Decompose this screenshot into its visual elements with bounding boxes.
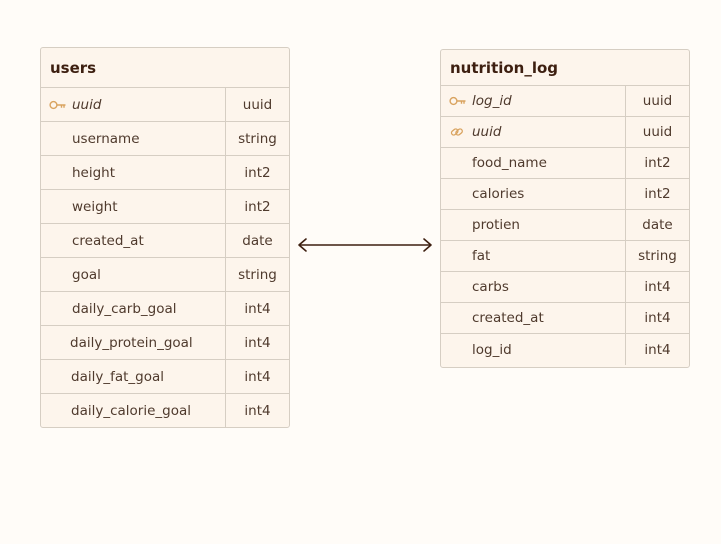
table-row[interactable]: calories int2 xyxy=(441,179,689,210)
table-row[interactable]: daily_calorie_goal int4 xyxy=(41,394,289,427)
column-type: string xyxy=(238,130,277,147)
column-type: int4 xyxy=(644,341,671,358)
table-row[interactable]: protien date xyxy=(441,210,689,241)
table-row[interactable]: created_at int4 xyxy=(441,303,689,334)
column-name: protien xyxy=(441,210,626,240)
table-row[interactable]: uuid uuid xyxy=(41,88,289,122)
table-row[interactable]: weight int2 xyxy=(41,190,289,224)
table-row[interactable]: uuid uuid xyxy=(441,117,689,148)
column-type: int2 xyxy=(644,155,671,171)
table-row[interactable]: food_name int2 xyxy=(441,148,689,179)
table-title: nutrition_log xyxy=(441,50,689,86)
nutrition-log-table[interactable]: nutrition_log log_id uuid uuid uuid food… xyxy=(440,49,690,368)
table-row[interactable]: created_at date xyxy=(41,224,289,258)
column-type: int4 xyxy=(244,300,271,317)
column-name: uuid xyxy=(72,96,102,113)
relationship-arrow[interactable] xyxy=(290,230,440,260)
column-name: fat xyxy=(441,241,626,271)
column-name: calories xyxy=(441,179,626,209)
column-type: int4 xyxy=(244,334,271,351)
column-name: daily_protein_goal xyxy=(41,326,226,359)
table-row[interactable]: fat string xyxy=(441,241,689,272)
key-icon xyxy=(449,96,466,106)
column-type: date xyxy=(242,232,273,249)
column-type: uuid xyxy=(242,96,273,113)
column-type: int4 xyxy=(244,368,271,385)
column-type: string xyxy=(638,248,677,264)
column-type: int4 xyxy=(244,403,271,419)
column-type: uuid xyxy=(642,93,673,109)
column-name: uuid xyxy=(472,124,502,140)
table-row[interactable]: daily_protein_goal int4 xyxy=(41,326,289,360)
column-name: log_id xyxy=(472,93,512,109)
column-name: weight xyxy=(41,190,226,223)
column-type: int2 xyxy=(644,186,671,202)
column-name: height xyxy=(41,156,226,189)
key-icon xyxy=(49,100,66,109)
column-name: daily_fat_goal xyxy=(41,360,226,393)
column-type: uuid xyxy=(642,124,673,140)
table-row[interactable]: username string xyxy=(41,122,289,156)
column-name: log_id xyxy=(441,334,626,365)
column-name: daily_carb_goal xyxy=(41,292,226,325)
column-type: string xyxy=(238,266,277,283)
table-row[interactable]: daily_fat_goal int4 xyxy=(41,360,289,394)
column-type: date xyxy=(642,217,673,233)
column-type: int2 xyxy=(244,164,271,181)
table-row[interactable]: goal string xyxy=(41,258,289,292)
link-icon xyxy=(450,128,463,136)
column-name: created_at xyxy=(441,303,626,333)
users-table[interactable]: users uuid uuid username string height i… xyxy=(40,47,290,428)
column-name: daily_calorie_goal xyxy=(41,394,226,427)
column-name: created_at xyxy=(41,224,226,257)
column-type: int4 xyxy=(644,279,671,295)
column-name: goal xyxy=(41,258,226,291)
table-row[interactable]: daily_carb_goal int4 xyxy=(41,292,289,326)
column-type: int2 xyxy=(244,198,271,215)
table-title: users xyxy=(41,48,289,88)
column-type: int4 xyxy=(644,310,671,326)
column-name: food_name xyxy=(441,148,626,178)
column-name: username xyxy=(41,122,226,155)
column-name: carbs xyxy=(441,272,626,302)
table-row[interactable]: log_id uuid xyxy=(441,86,689,117)
table-row[interactable]: carbs int4 xyxy=(441,272,689,303)
table-row[interactable]: log_id int4 xyxy=(441,334,689,365)
table-row[interactable]: height int2 xyxy=(41,156,289,190)
